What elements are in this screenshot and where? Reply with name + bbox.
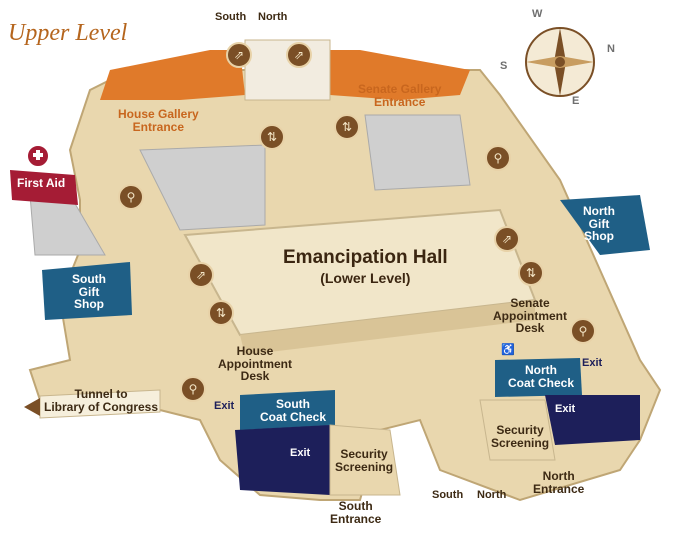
north-entrance-label: North Entrance xyxy=(533,469,585,496)
compass-w: W xyxy=(532,8,543,20)
restroom-icon: ⚲ xyxy=(570,318,596,344)
south-coat-check xyxy=(240,390,335,430)
exit-label-right: Exit xyxy=(582,357,603,369)
top-north-label: North xyxy=(258,11,288,23)
tunnel-label: Tunnel to Library of Congress xyxy=(44,387,159,414)
south-exit-zone xyxy=(235,425,330,495)
compass-s: S xyxy=(500,60,508,72)
gray-block-right xyxy=(364,114,471,191)
north-coat-check-label: North Coat Check xyxy=(508,363,575,390)
elevator-icon: ⇅ xyxy=(259,124,285,150)
restroom-icon: ⚲ xyxy=(485,145,511,171)
first-aid-label: First Aid xyxy=(17,176,66,190)
house-gallery-label: House Gallery Entrance xyxy=(118,107,199,134)
gray-block-left xyxy=(139,144,266,231)
accessible-icon: ♿ xyxy=(501,344,515,356)
south-coat-check-label: South Coat Check xyxy=(260,397,327,424)
escalator-icon: ⇗ xyxy=(226,42,252,68)
north-gift-shop xyxy=(560,195,650,255)
exit-label-left: Exit xyxy=(214,400,235,412)
north-gift-shop-label: North Gift Shop xyxy=(583,204,615,244)
senate-gallery-label: Senate Gallery Entrance xyxy=(358,82,442,109)
bottom-north-label: North xyxy=(477,489,507,501)
senate-desk-label: Senate Appointment Desk xyxy=(493,296,567,336)
south-entrance-label: South Entrance xyxy=(330,499,382,526)
compass-icon xyxy=(525,27,595,97)
top-south-label: South xyxy=(215,11,247,23)
house-desk-label: House Appointment Desk xyxy=(218,344,292,384)
security-north-label: Security Screening xyxy=(491,423,550,450)
hall-front-wall xyxy=(240,300,535,355)
compass-n: N xyxy=(607,43,615,55)
exit-label-north: Exit xyxy=(555,403,576,415)
north-coat-check xyxy=(495,358,582,397)
security-south-label: Security Screening xyxy=(335,447,394,474)
compass-e: E xyxy=(572,95,580,107)
south-gift-shop-label: South Gift Shop xyxy=(72,272,106,312)
emancipation-hall-title: Emancipation Hall xyxy=(283,247,448,268)
page-title: Upper Level xyxy=(8,20,128,46)
emancipation-hall-label: Emancipation Hall (Lower Level) xyxy=(283,248,448,286)
escalator-icon: ⇗ xyxy=(286,42,312,68)
escalator-icon: ⇗ xyxy=(494,226,520,252)
lower-level-label: (Lower Level) xyxy=(320,269,411,286)
security-south xyxy=(329,424,401,496)
south-gift-shop xyxy=(42,262,132,320)
first-aid-room xyxy=(10,170,78,205)
elevator-icon: ⇅ xyxy=(208,300,234,326)
elevator-icon: ⇅ xyxy=(518,260,544,286)
exit-label-south: Exit xyxy=(290,447,311,459)
north-exit-zone xyxy=(545,395,640,445)
escalator-icon: ⇗ xyxy=(188,262,214,288)
security-north xyxy=(479,399,556,461)
bottom-south-label: South xyxy=(432,489,464,501)
restroom-icon: ⚲ xyxy=(118,184,144,210)
senate-gallery-area xyxy=(330,50,470,100)
elevator-icon: ⇅ xyxy=(334,114,360,140)
restroom-icon: ⚲ xyxy=(180,376,206,402)
house-gallery-area xyxy=(100,50,245,100)
